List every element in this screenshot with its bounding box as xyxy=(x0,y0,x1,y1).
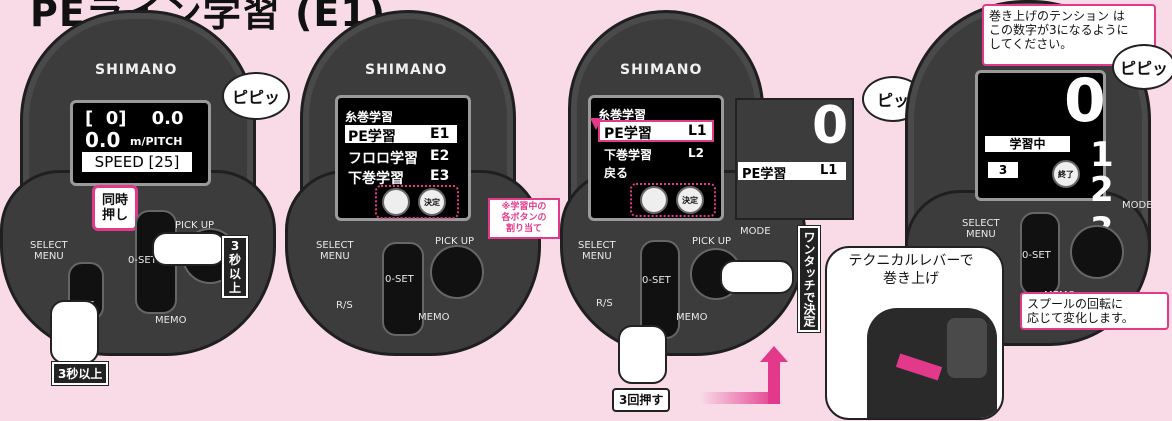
pickup-button[interactable] xyxy=(1070,225,1124,279)
pickup-label: PICK UP xyxy=(692,236,732,247)
arrow-up-icon xyxy=(760,346,788,362)
menu-title-2: 糸巻学習 xyxy=(345,110,394,124)
menu-item-label: フロロ学習 xyxy=(348,151,418,167)
button-assignment-frame xyxy=(375,185,459,219)
lcd-counter-line: [ 0] 0.0 xyxy=(85,108,184,129)
sound-bubble-4: ピピッ xyxy=(1112,44,1172,90)
mode-label: MODE xyxy=(1122,200,1153,211)
lcd-screen-4 xyxy=(975,70,1106,201)
zero-set-label: 0-SET xyxy=(128,255,157,266)
menu-item-label: 下巻学習 xyxy=(604,148,653,162)
memo-label: MEMO xyxy=(418,312,450,323)
zoom-code: L1 xyxy=(820,163,838,178)
press-together-label: 同時 押し xyxy=(92,185,138,231)
pickup-button[interactable] xyxy=(430,245,484,299)
mode-label: MODE xyxy=(740,226,771,237)
pickup-label: PICK UP xyxy=(175,220,215,231)
zoom-screen xyxy=(735,98,854,220)
arrow-flow xyxy=(700,392,780,404)
zero-set-button[interactable] xyxy=(640,240,680,339)
menu-item-label: 下巻学習 xyxy=(348,171,404,187)
menu-item-selected-3 xyxy=(598,120,714,142)
zoom-selected-row xyxy=(738,162,846,180)
sound-bubble-1: ピピッ xyxy=(222,72,290,120)
brand-logo: SHIMANO xyxy=(365,62,448,78)
zero-set-button[interactable] xyxy=(382,242,424,336)
brand-logo: SHIMANO xyxy=(620,62,703,78)
end-icon: 終了 xyxy=(1052,160,1080,188)
arrow-down-icon xyxy=(590,118,602,130)
zero-set-label: 0-SET xyxy=(1022,250,1051,261)
digit: 1 xyxy=(1090,135,1114,175)
menu-item-label: PE学習 xyxy=(348,129,396,145)
digit: 2 xyxy=(1090,170,1114,210)
rs-label: R/S xyxy=(596,298,613,309)
hold-3sec-bottom: 3秒以上 xyxy=(50,361,110,386)
hold-3sec-side: 3 秒 以 上 xyxy=(221,235,249,299)
finger-icon xyxy=(618,325,667,384)
select-menu-label: SELECT MENU xyxy=(316,240,354,262)
pickup-label: PICK UP xyxy=(435,236,475,247)
menu-item-code: E3 xyxy=(430,168,450,184)
spool-rotation-note: スプールの回転に 応じて変化します。 xyxy=(1020,292,1169,330)
select-menu-label: SELECT MENU xyxy=(30,240,68,262)
lcd-speed: SPEED [25] xyxy=(82,152,192,172)
zoom-digit: 0 xyxy=(812,96,849,156)
lcd-depth-value: 0.0 xyxy=(85,128,121,152)
zero-set-label: 0-SET xyxy=(385,274,414,285)
button-assignment-frame xyxy=(630,183,716,217)
arrow-flow xyxy=(768,360,780,404)
up-down-icon xyxy=(382,188,410,216)
zero-set-label: 0-SET xyxy=(642,275,671,286)
menu-item-label: 戻る xyxy=(604,166,629,180)
menu-item-label: PE学習 xyxy=(604,126,652,142)
menu-item-code: L2 xyxy=(688,146,704,160)
finger-icon xyxy=(152,232,226,266)
zoom-label: PE学習 xyxy=(742,167,787,182)
up-down-icon xyxy=(640,186,668,214)
menu-item-code: E1 xyxy=(430,126,450,142)
rs-label: R/S xyxy=(336,300,353,311)
confirm-icon: 決定 xyxy=(418,188,446,216)
menu-title-3: 糸巻学習 xyxy=(598,108,647,122)
finger-icon xyxy=(50,300,99,364)
select-menu-label: SELECT MENU xyxy=(962,218,1000,240)
tension-value: 3 xyxy=(988,162,1018,178)
brand-logo: SHIMANO xyxy=(95,62,178,78)
lever-illustration xyxy=(825,246,1004,420)
lcd-big-digit: 0 xyxy=(1064,66,1106,136)
one-touch-confirm-label: ワンタッチで決定 xyxy=(797,225,821,333)
lever-instruction: テクニカルレバーで 巻き上げ xyxy=(848,253,974,287)
assignment-note: ※学習中の 各ボタンの 割り当て xyxy=(488,198,560,239)
memo-label: MEMO xyxy=(676,312,708,323)
menu-item-code: L1 xyxy=(688,123,707,139)
lcd-depth-unit: m/PITCH xyxy=(130,135,183,148)
menu-item-code: E2 xyxy=(430,148,450,164)
finger-icon xyxy=(720,260,794,294)
confirm-icon: 決定 xyxy=(676,186,704,214)
press-3-times-label: 3回押す xyxy=(612,388,671,412)
menu-item-selected-2 xyxy=(345,125,457,143)
select-menu-label: SELECT MENU xyxy=(578,240,616,262)
learning-status: 学習中 xyxy=(985,136,1070,152)
memo-label: MEMO xyxy=(155,315,187,326)
